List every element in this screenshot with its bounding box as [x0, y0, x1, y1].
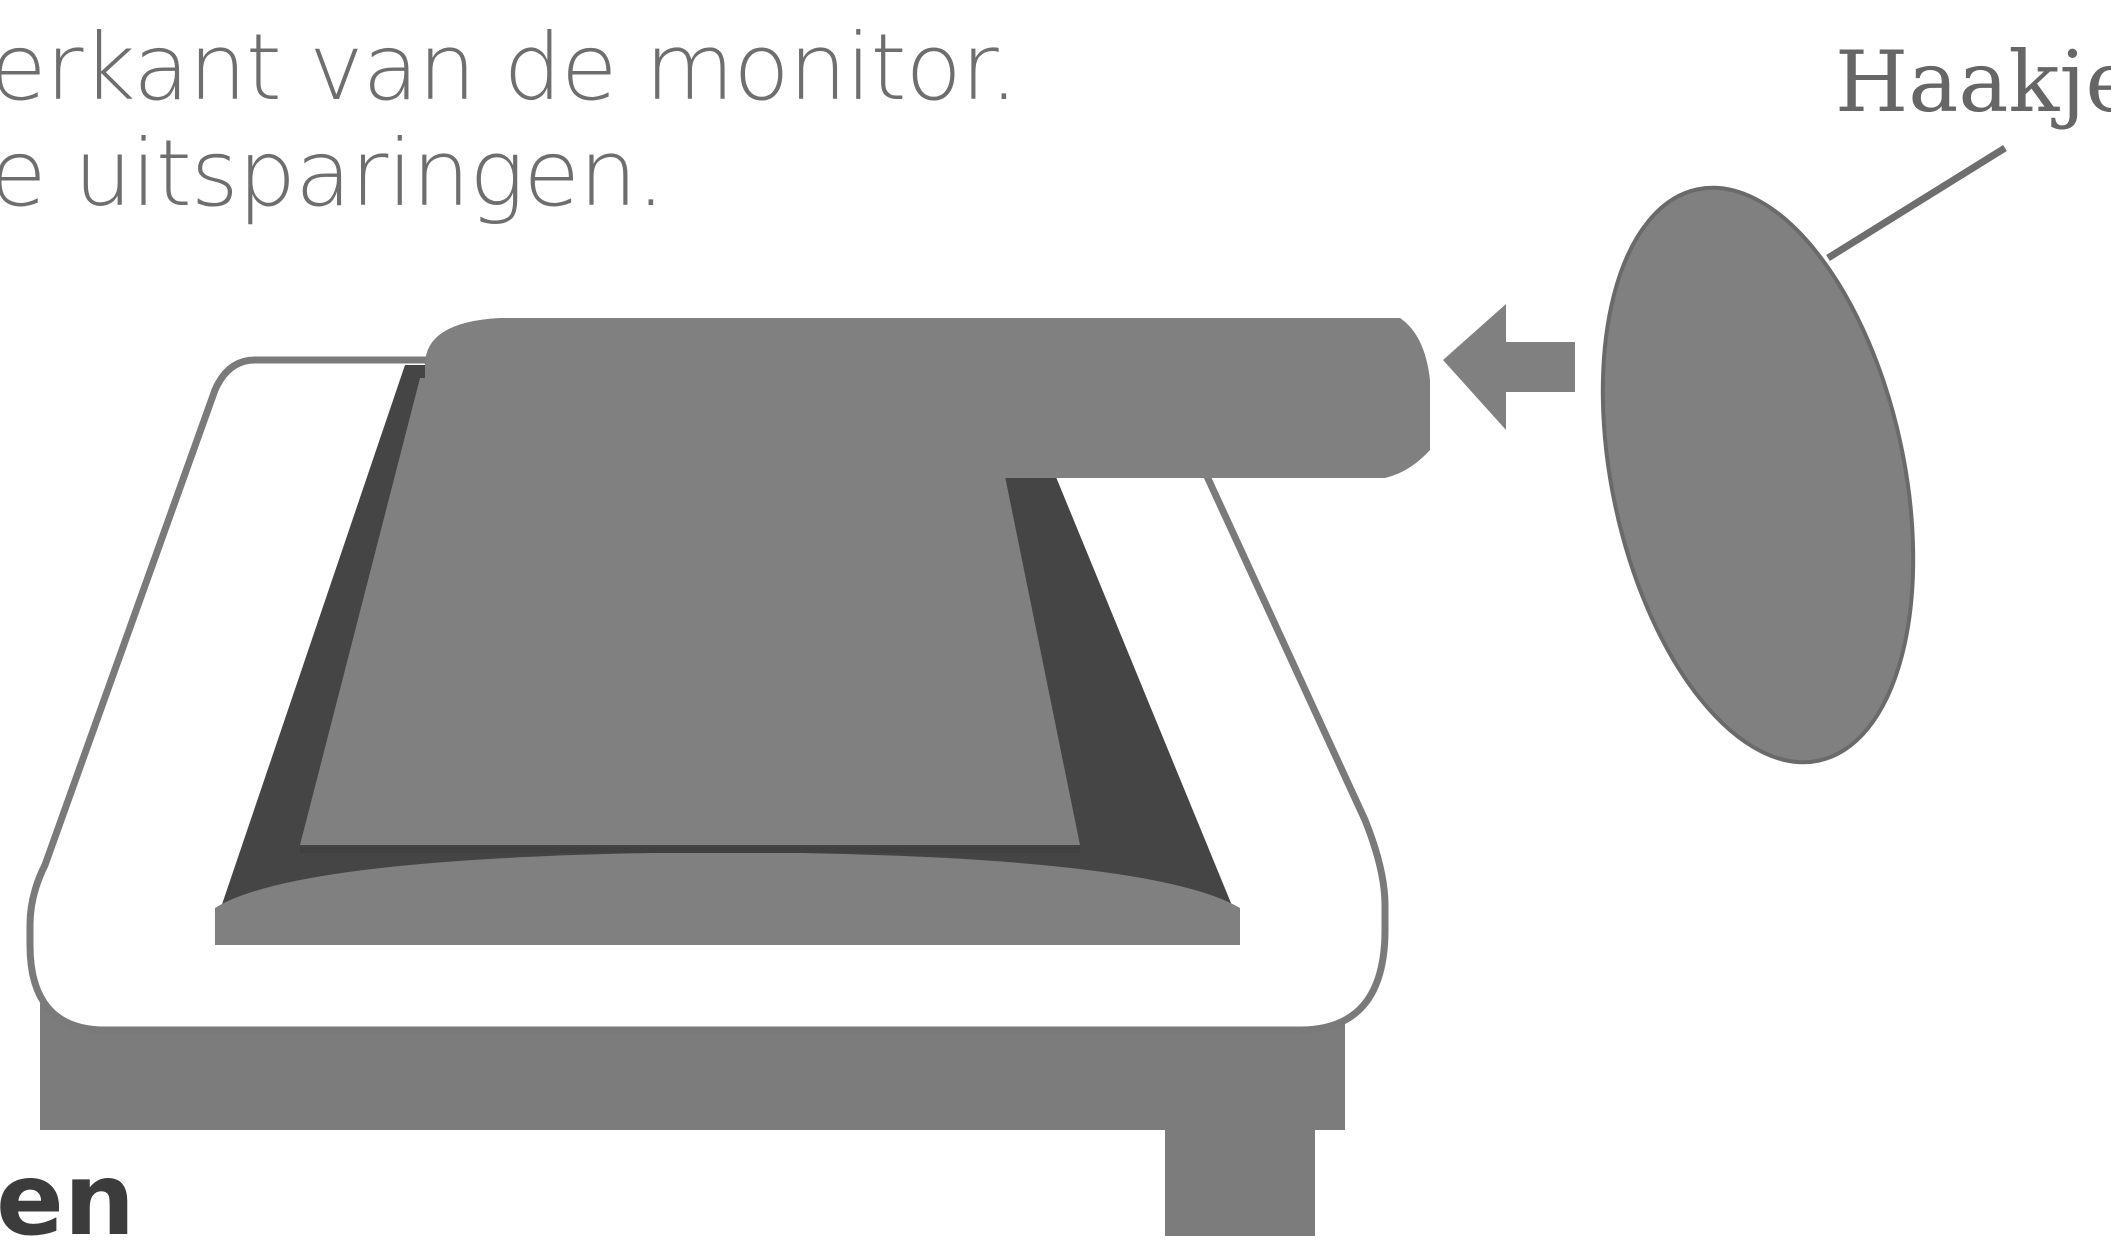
table-leg — [1165, 1125, 1315, 1236]
callout-leader-line — [1826, 145, 2007, 261]
instruction-line-2: e uitsparingen. — [0, 120, 666, 227]
section-heading: en — [0, 1141, 136, 1258]
stand-base-lip — [215, 852, 1240, 945]
instruction-line-1: erkant van de monitor. — [0, 14, 1018, 121]
insert-arrow — [1443, 304, 1575, 430]
stand-neck — [425, 318, 1430, 485]
stand-base-front — [300, 378, 1080, 845]
hook-callout-label: Haakje — [1835, 33, 2111, 131]
hook-part — [1600, 185, 1916, 765]
